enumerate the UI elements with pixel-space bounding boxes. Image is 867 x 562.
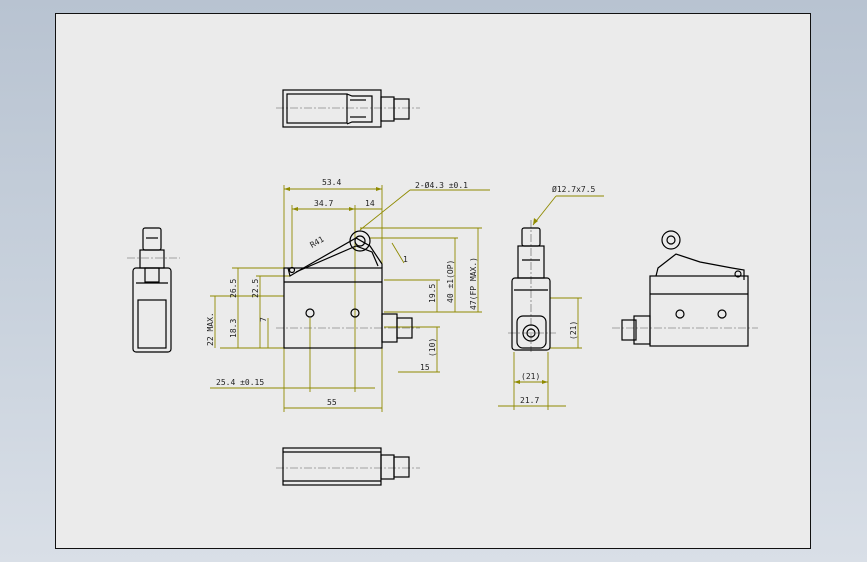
dim-55: 55 bbox=[327, 398, 337, 407]
dim-one: 1 bbox=[403, 255, 408, 264]
dim-r41: R41 bbox=[309, 235, 326, 250]
dim-7: 7 bbox=[259, 317, 268, 322]
dim-18-3: 18.3 bbox=[229, 319, 238, 338]
dimension-lines bbox=[210, 185, 604, 412]
dim-10: (10) bbox=[428, 338, 437, 357]
dim-21-7: 21.7 bbox=[520, 396, 539, 405]
dim-40-op: 40 ±1(OP) bbox=[446, 260, 455, 303]
dim-19-5: 19.5 bbox=[428, 284, 437, 303]
dim-21-h: (21) bbox=[521, 372, 540, 381]
dim-34-7: 34.7 bbox=[314, 199, 333, 208]
right-side-view bbox=[511, 227, 551, 351]
dim-hole: 2-Ø4.3 ±0.1 bbox=[415, 180, 468, 190]
dimension-texts: 53.4 34.7 14 2-Ø4.3 ±0.1 R41 1 26.5 22.5… bbox=[206, 178, 596, 407]
dim-21-v: (21) bbox=[569, 321, 578, 340]
centerlines bbox=[127, 107, 758, 469]
bottom-view bbox=[282, 447, 410, 486]
geometry bbox=[132, 89, 749, 486]
dim-22-5: 22.5 bbox=[251, 279, 260, 298]
dim-14: 14 bbox=[365, 199, 375, 208]
top-view bbox=[282, 89, 410, 128]
dim-15: 15 bbox=[420, 363, 430, 372]
dim-47-fp: 47(FP MAX.) bbox=[469, 257, 478, 310]
left-side-view bbox=[132, 227, 172, 353]
arrowheads bbox=[284, 187, 548, 384]
drawing-sheet bbox=[55, 13, 811, 549]
dim-25-4: 25.4 ±0.15 bbox=[216, 378, 264, 387]
front-view bbox=[283, 230, 413, 349]
dim-22max: 22 MAX. bbox=[206, 312, 215, 346]
dim-26-5: 26.5 bbox=[229, 279, 238, 298]
rear-view bbox=[621, 230, 749, 347]
dim-53-4: 53.4 bbox=[322, 178, 341, 187]
dim-roller: Ø12.7x7.5 bbox=[552, 184, 596, 194]
